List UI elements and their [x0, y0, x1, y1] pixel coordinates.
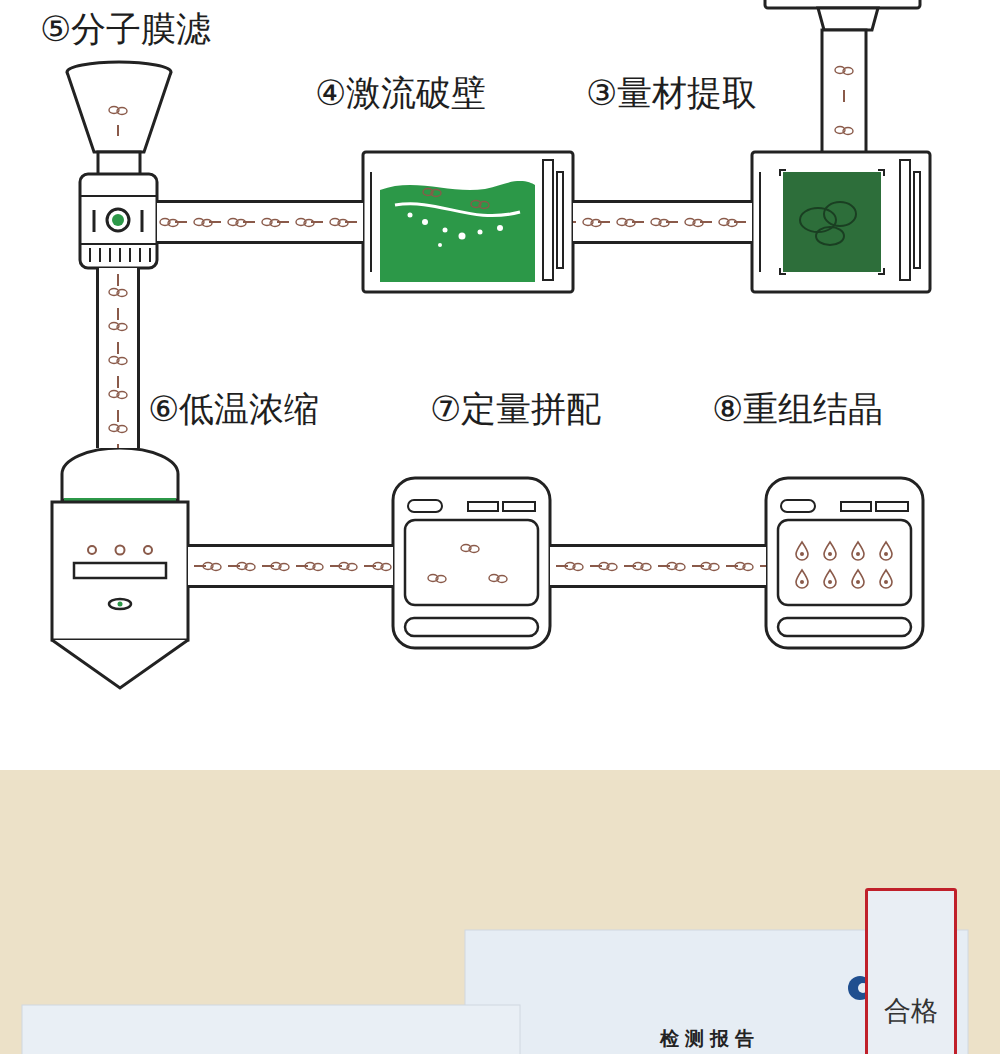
pipe-connector [157, 219, 363, 227]
pipe-connector [109, 268, 127, 448]
crystallizer-machine: ⑧重组结晶 [766, 478, 923, 648]
report-sheet-front [22, 1005, 520, 1054]
step-label: ⑦定量拼配 [428, 388, 603, 430]
pass-mark: 合格 [884, 993, 938, 1029]
crystallizer-body [766, 478, 923, 648]
wall-breaker-machine: ④激流破壁 [363, 152, 573, 292]
feed-pipe [822, 30, 866, 154]
pipe-connector [188, 563, 393, 571]
step-label: ④激流破壁 [313, 72, 488, 114]
step-label: ⑥低温浓缩 [146, 388, 321, 430]
filter-machine: ⑤分子膜滤 [80, 174, 157, 268]
wall-breaker-body [363, 152, 573, 292]
concentrator-machine: ⑥低温浓缩 [52, 448, 188, 640]
blender-machine: ⑦定量拼配 [393, 478, 550, 648]
step-label: ⑤分子膜滤 [38, 8, 213, 50]
extractor-chamber [783, 172, 881, 272]
concentrator-body [52, 502, 188, 640]
pass-tag: 合格 [865, 888, 957, 1054]
filter-body [80, 174, 157, 268]
step-label: ③量材提取 [584, 72, 759, 114]
concentrator-dome [62, 448, 178, 500]
pipe-connector [550, 563, 766, 571]
pipe-connector [573, 219, 752, 227]
green-liquid [380, 181, 535, 282]
step-label: ⑧重组结晶 [710, 388, 885, 430]
report-title: 检测报告 [660, 1026, 760, 1052]
extractor-body [752, 152, 930, 292]
extractor-machine: ③量材提取 [752, 152, 930, 292]
blender-body [393, 478, 550, 648]
